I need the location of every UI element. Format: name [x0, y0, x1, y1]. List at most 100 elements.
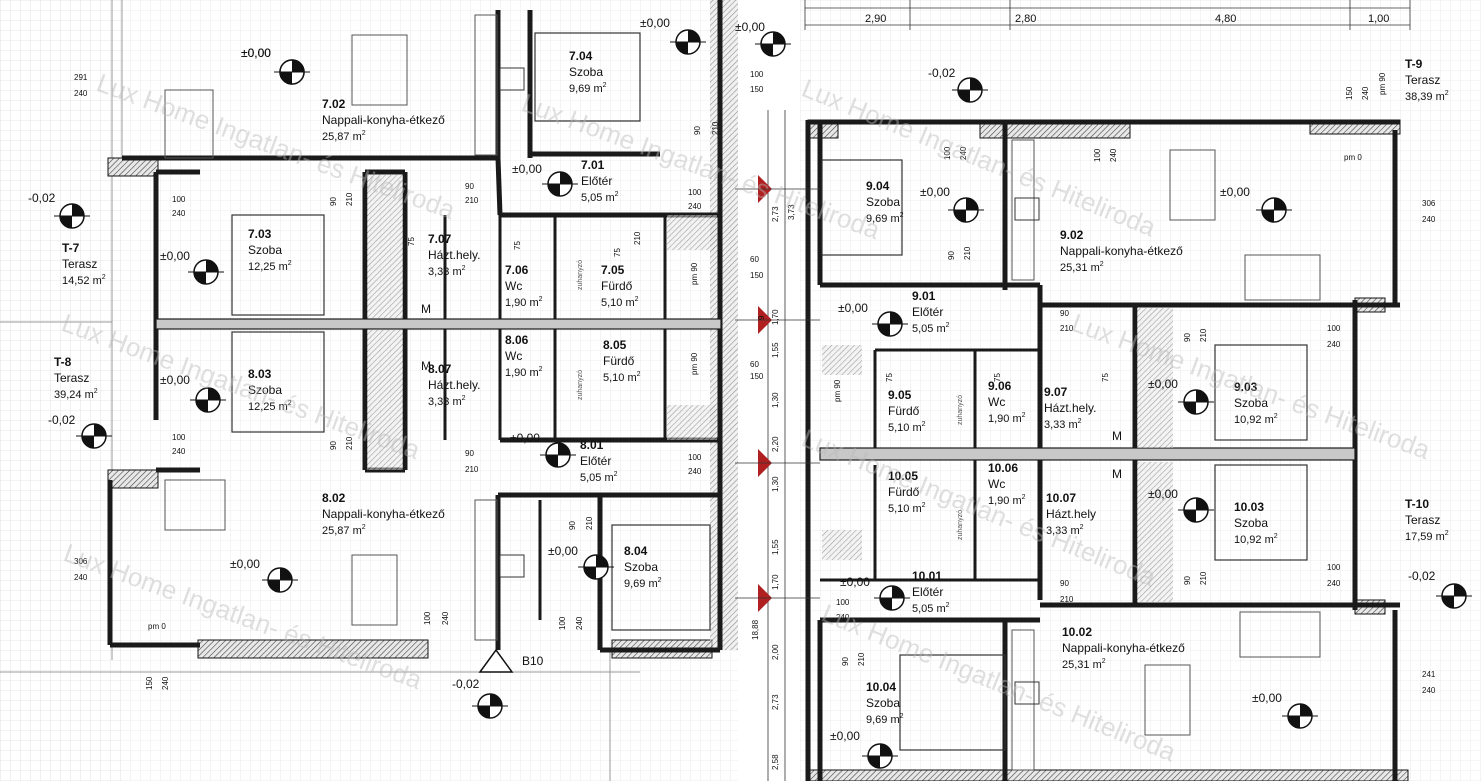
room-name-r802: Nappali-konyha-étkező [322, 507, 445, 521]
door-dim-70: 150 [750, 271, 764, 280]
room-area-r901: 5,05 m2 [912, 322, 950, 335]
room-area-r1003: 10,92 m2 [1234, 533, 1278, 546]
level-marker-2 [755, 31, 791, 57]
room-name-r901: Előtér [912, 305, 943, 319]
room-number-r1003: 10.03 [1234, 500, 1264, 514]
right-building [805, 119, 1409, 781]
door-dim-34: 100 [750, 70, 764, 79]
room-name-t8: Terasz [54, 371, 89, 385]
top-dimension-line [804, 0, 1411, 30]
door-dim-40: 150 [1345, 86, 1354, 100]
room-name-r1001: Előtér [912, 585, 943, 599]
door-dim-5: 210 [345, 192, 354, 206]
room-area-t9: 38,39 m2 [1405, 90, 1449, 103]
room-name-r902: Nappali-konyha-étkező [1060, 244, 1183, 258]
room-area-r1004: 9,69 m2 [866, 713, 904, 726]
machine-label-1: M [421, 359, 431, 373]
left-building [0, 0, 738, 781]
door-dim-38: 100 [1093, 148, 1102, 162]
room-area-r906: 1,90 m2 [988, 412, 1026, 425]
level-marker-21 [1282, 703, 1318, 729]
door-dim-52: 75 [885, 373, 894, 382]
level-marker-4-text: ±0,00 [160, 249, 190, 263]
door-dim-32: 90 [693, 126, 702, 135]
room-number-r803: 8.03 [248, 367, 272, 381]
room-number-r907: 9.07 [1044, 385, 1068, 399]
room-number-r801: 8.01 [580, 438, 604, 452]
room-number-r1001: 10.01 [912, 569, 942, 583]
level-marker-11-text: ±0,00 [230, 557, 260, 571]
door-dim-18: 100 [688, 453, 702, 462]
vert-dim-9: 2,00 [771, 644, 780, 660]
door-dim-66: 210 [857, 652, 866, 666]
room-name-r803: Szoba [248, 383, 282, 397]
door-dim-20: 90 [568, 521, 577, 530]
room-area-r705: 5,10 m2 [601, 296, 639, 309]
machine-label-3: M [1112, 467, 1122, 481]
level-markers: ±0,00 ±0,00 ±0,00 -0,02 ±0,00 ±0,00 ±0,00 ±0,00… [28, 16, 1472, 769]
door-dim-6: 75 [407, 237, 416, 246]
level-marker-17-text: ±0,00 [1148, 377, 1178, 391]
level-marker-9 [540, 442, 576, 468]
door-dim-68: 150 [750, 372, 764, 381]
door-dim-33: 210 [711, 121, 720, 135]
door-dim-17: 210 [465, 465, 479, 474]
level-marker-13 [952, 77, 988, 103]
room-number-r706: 7.06 [505, 263, 529, 277]
room-name-r705: Fürdő [601, 279, 633, 293]
door-dim-46: 90 [1060, 309, 1069, 318]
door-dim-44: 90 [947, 251, 956, 260]
vert-dim-5: 2,20 [771, 436, 780, 452]
level-marker-15-text: ±0,00 [1220, 185, 1250, 199]
room-number-r804: 8.04 [624, 544, 648, 558]
level-marker-15 [1256, 197, 1292, 223]
vert-dim-8: 1,70 [771, 574, 780, 590]
door-dim-51: 210 [1199, 328, 1208, 342]
level-marker-10 [578, 554, 614, 580]
room-area-r1001: 5,05 m2 [912, 602, 950, 615]
room-name-r1006: Wc [988, 477, 1005, 491]
level-marker-7 [190, 387, 226, 413]
room-area-r802: 25,87 m2 [322, 524, 366, 537]
vert-dim-11: 2,58 [771, 754, 780, 770]
level-marker-16-text: ±0,00 [838, 301, 868, 315]
door-dim-9: 240 [688, 202, 702, 211]
door-dim-25: 240 [575, 616, 584, 630]
room-name-r1003: Szoba [1234, 516, 1268, 530]
door-dim-19: 240 [688, 467, 702, 476]
level-marker-8-text: -0,02 [48, 413, 76, 427]
room-number-r906: 9.06 [988, 379, 1012, 393]
room-area-r902: 25,31 m2 [1060, 261, 1104, 274]
level-marker-16 [872, 311, 908, 337]
vert-dim-7: 1,55 [771, 539, 780, 555]
level-marker-17 [1178, 389, 1214, 415]
room-number-r704: 7.04 [569, 49, 593, 63]
level-marker-20-text: -0,02 [1408, 569, 1436, 583]
room-area-r702: 25,87 m2 [322, 130, 366, 143]
room-name-r1007: Házt.hely [1046, 507, 1096, 521]
pm90-label-2: pm 90 [833, 379, 842, 402]
room-name-r1002: Nappali-konyha-étkező [1062, 641, 1185, 655]
level-marker-19-text: ±0,00 [840, 575, 870, 589]
room-area-r704: 9,69 m2 [569, 82, 607, 95]
door-dim-15: 210 [345, 436, 354, 450]
vert-dim-3: 1,55 [771, 342, 780, 358]
room-area-t10: 17,59 m2 [1405, 530, 1449, 543]
level-marker-14-text: ±0,00 [920, 185, 950, 199]
section-markers: 9 [735, 175, 820, 612]
level-marker-3-text: -0,02 [28, 191, 56, 205]
level-marker-8 [76, 423, 112, 449]
level-marker-14 [948, 197, 984, 223]
level-marker-7-text: ±0,00 [160, 373, 190, 387]
top-dim-2: 4,80 [1215, 13, 1236, 25]
room-name-r805: Fürdő [603, 354, 635, 368]
door-dim-13: 240 [172, 447, 186, 456]
room-number-t10: T-10 [1405, 497, 1429, 511]
room-area-t7: 14,52 m2 [62, 274, 106, 287]
vert-dim-10: 2,73 [771, 694, 780, 710]
door-dim-69: 60 [750, 255, 759, 264]
level-marker-10-text: ±0,00 [548, 544, 578, 558]
shower-label-0: zuhanyzó [577, 260, 584, 290]
room-area-r904: 9,69 m2 [866, 212, 904, 225]
room-name-t9: Terasz [1405, 73, 1440, 87]
